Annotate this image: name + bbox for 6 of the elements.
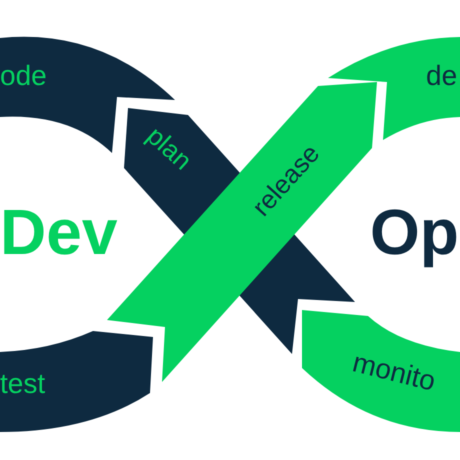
title-word: Dev [0, 200, 118, 264]
stage-label: de [426, 62, 458, 90]
stage-label: ode [0, 62, 47, 90]
stage-label: plan [142, 122, 197, 174]
stage-label: monito [350, 348, 438, 396]
stage-label: test [0, 370, 46, 398]
